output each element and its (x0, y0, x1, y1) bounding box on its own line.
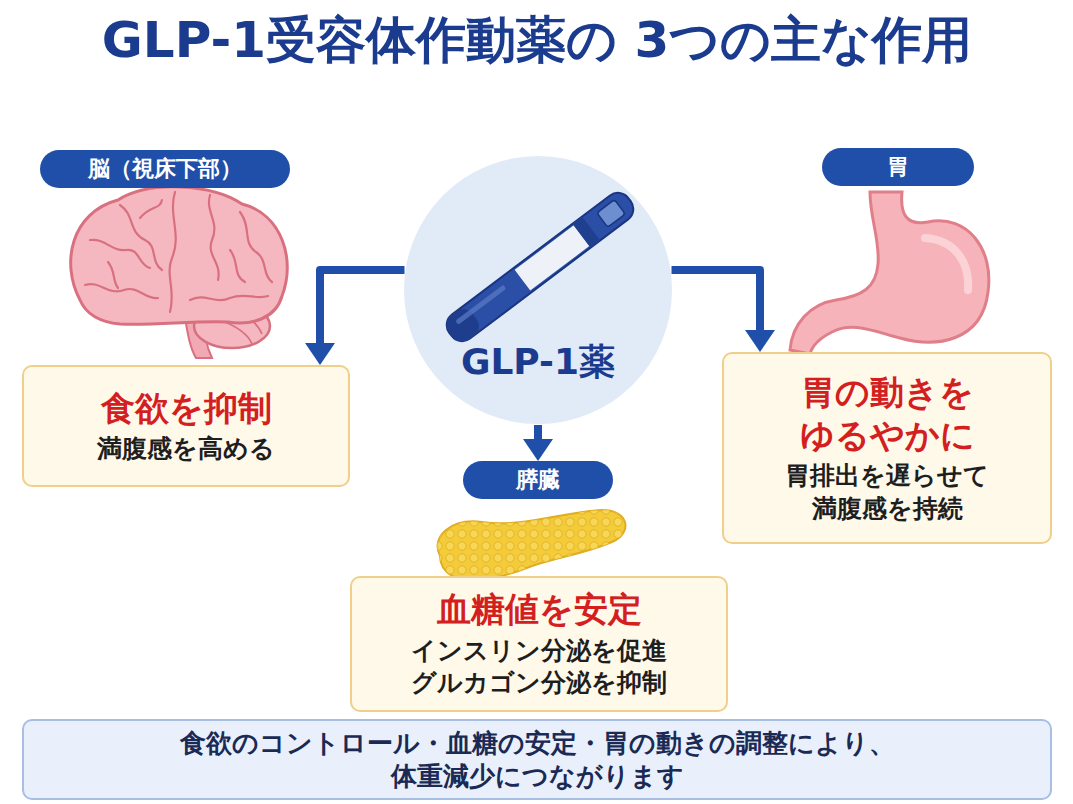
diagram-title: GLP-1受容体作動薬の 3つの主な作用 (87, 8, 987, 72)
flow-arrow (305, 270, 404, 365)
effect-box: 胃の動きを ゆるやかに胃排出を遅らせて 満腹感を持続 (722, 352, 1052, 544)
node-heading: 膵臓 (516, 465, 560, 495)
node-body: 満腹感を高める (97, 433, 275, 466)
summary-band: 食欲のコントロール・血糖の安定・胃の動きの調整により、 体重減少につながります (22, 719, 1052, 800)
node-heading: 食欲を抑制 (101, 387, 272, 430)
effect-box: 食欲を抑制満腹感を高める (22, 365, 350, 487)
drug-circle: GLP-1薬 (403, 155, 673, 425)
stomach-illustration (790, 192, 989, 354)
circle-outline (403, 155, 673, 425)
node-heading: 胃の動きを ゆるやかに (736, 371, 1038, 456)
node-heading: 血糖値を安定 (437, 588, 642, 631)
node-heading: 食欲のコントロール・血糖の安定・胃の動きの調整により、 体重減少につながります (54, 727, 1020, 792)
effect-box: 血糖値を安定インスリン分泌を促進 グルカゴン分泌を抑制 (350, 576, 728, 712)
flow-arrow (672, 270, 775, 352)
organ-label: 脳（視床下部） (40, 150, 290, 188)
pancreas-illustration (438, 510, 626, 580)
node-heading: 胃 (887, 152, 909, 182)
brain-illustration (71, 187, 288, 358)
node-heading: 脳（視床下部） (88, 154, 242, 184)
node-body: インスリン分泌を促進 グルカゴン分泌を抑制 (364, 635, 714, 700)
node-body: 胃排出を遅らせて 満腹感を持続 (736, 460, 1038, 525)
organ-label: 膵臓 (463, 461, 613, 499)
organ-label: 胃 (822, 148, 974, 186)
flow-arrow (523, 425, 553, 461)
node-heading: GLP-1薬 (461, 338, 615, 387)
